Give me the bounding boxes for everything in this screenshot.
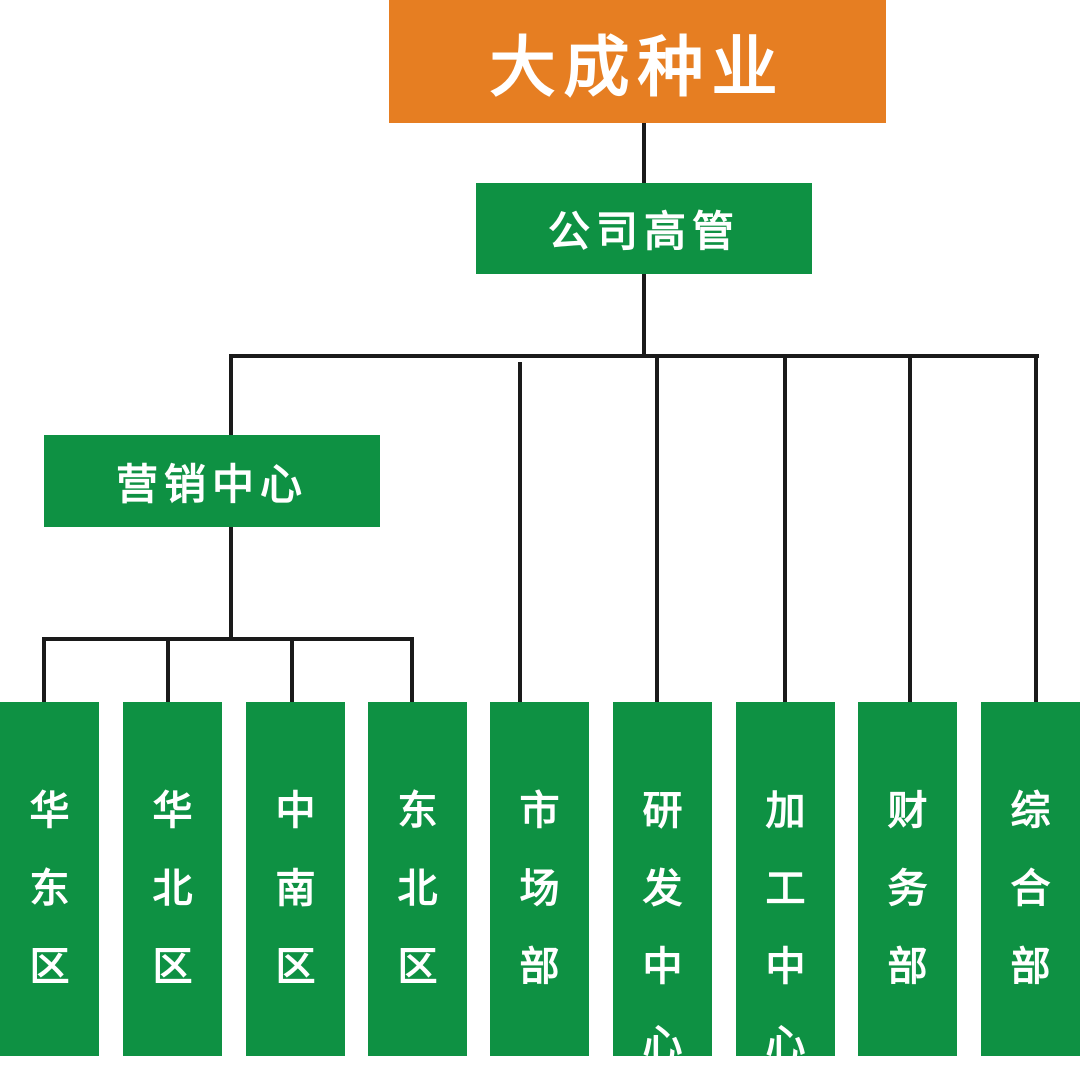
- department-label-processing-center: 加工中心: [765, 788, 806, 1068]
- connector-to-north-china: [166, 637, 170, 702]
- region-label-east-china: 华东区: [29, 788, 70, 990]
- department-box-finance: 财务部: [858, 702, 957, 1056]
- region-label-central-south: 中南区: [275, 788, 316, 990]
- connector-sales-center-to-regions: [229, 527, 233, 639]
- sales-center-box: 营销中心: [44, 435, 380, 527]
- connector-to-northeast: [410, 637, 414, 702]
- region-box-northeast: 东北区: [368, 702, 467, 1056]
- root-company-box: 大成种业: [389, 0, 886, 123]
- connector-bus-to-sales-center: [229, 354, 233, 435]
- department-label-finance: 财务部: [887, 788, 928, 990]
- department-box-processing-center: 加工中心: [736, 702, 835, 1068]
- region-box-central-south: 中南区: [246, 702, 345, 1056]
- connector-region-bus: [42, 637, 414, 641]
- department-label-market: 市场部: [519, 788, 560, 990]
- department-box-rnd-center: 研发中心: [613, 702, 712, 1068]
- connector-to-east-china: [42, 637, 46, 702]
- connector-main-bus: [229, 354, 1039, 358]
- connector-bus-to-market: [518, 362, 522, 702]
- region-box-east-china: 华东区: [0, 702, 99, 1056]
- department-label-general: 综合部: [1010, 788, 1051, 990]
- department-box-general: 综合部: [981, 702, 1080, 1056]
- department-box-market: 市场部: [490, 702, 589, 1056]
- connector-root-to-management: [642, 123, 646, 183]
- region-label-north-china: 华北区: [152, 788, 193, 990]
- sales-center-label: 营销中心: [115, 459, 308, 509]
- connector-to-central-south: [290, 637, 294, 702]
- connector-bus-to-rnd: [655, 354, 659, 702]
- connector-bus-to-finance: [908, 354, 912, 702]
- region-label-northeast: 东北区: [397, 788, 438, 990]
- root-company-label: 大成种业: [489, 28, 786, 106]
- connector-bus-to-processing: [783, 354, 787, 702]
- region-box-north-china: 华北区: [123, 702, 222, 1056]
- department-label-rnd-center: 研发中心: [642, 788, 683, 1068]
- connector-bus-to-general: [1034, 354, 1038, 702]
- management-label: 公司高管: [547, 207, 740, 256]
- connector-management-to-bus: [642, 274, 646, 356]
- management-box: 公司高管: [476, 183, 812, 274]
